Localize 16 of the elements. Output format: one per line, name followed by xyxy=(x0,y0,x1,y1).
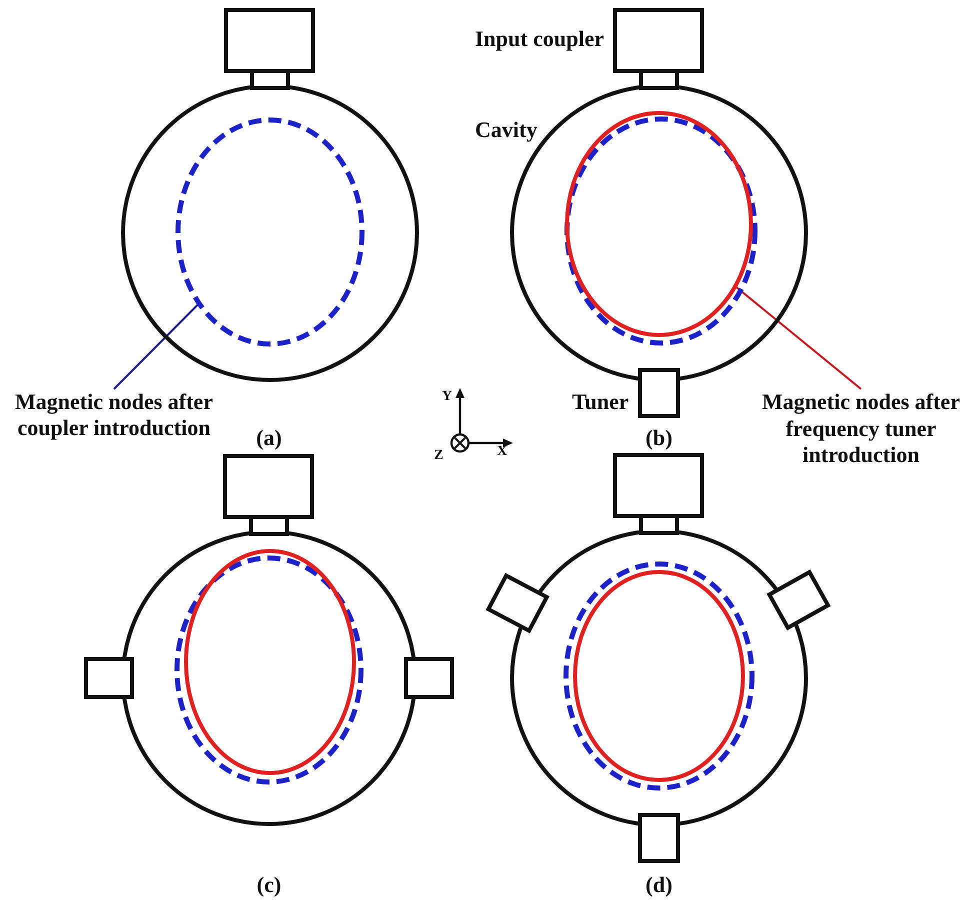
part-label: Cavity xyxy=(475,117,538,143)
panel-label: (a) xyxy=(256,425,282,451)
callout-label: Magnetic nodes after frequency tuner introduction xyxy=(755,389,967,468)
panel-label: (d) xyxy=(646,872,672,898)
part-label: Input coupler xyxy=(475,26,604,52)
leader-line xyxy=(113,302,200,390)
axis-label: Z xyxy=(434,448,444,464)
panel-label: (b) xyxy=(646,425,672,451)
axis-label: Y xyxy=(442,389,452,405)
dashed-ellipse xyxy=(176,118,364,346)
part-label: Tuner xyxy=(572,389,629,415)
leader-line xyxy=(734,285,862,390)
callout-label: Magnetic nodes after coupler introduction xyxy=(8,389,220,441)
ellipse-contour xyxy=(565,111,753,337)
panel-label: (c) xyxy=(256,872,282,898)
axis-label: X xyxy=(497,444,508,460)
